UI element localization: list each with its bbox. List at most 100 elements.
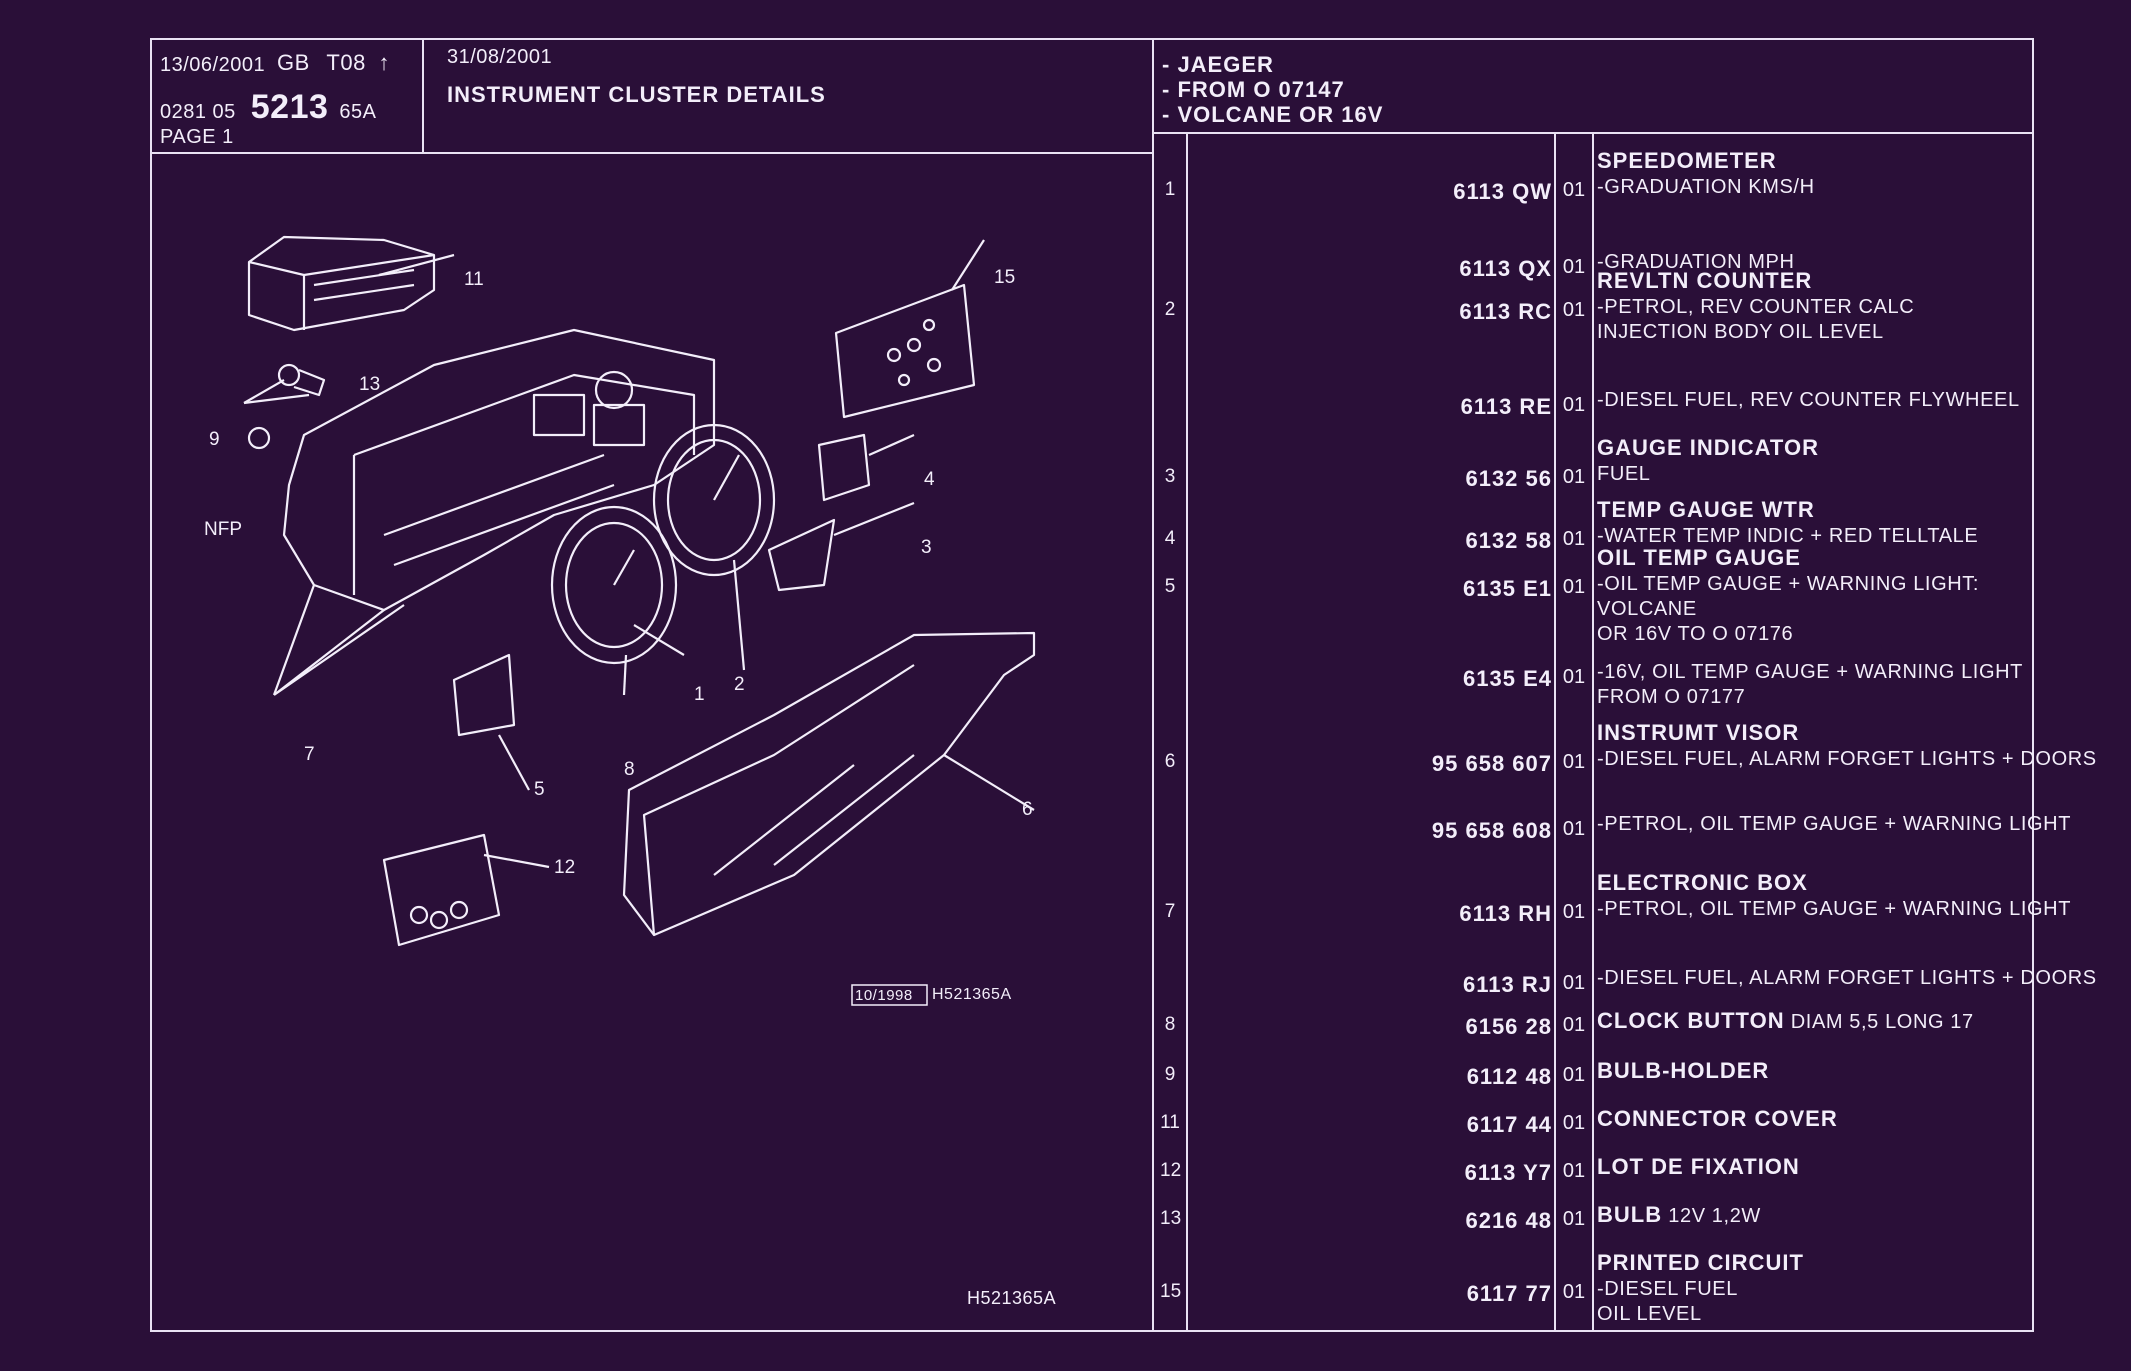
- part-description: CLOCK BUTTON DIAM 5,5 LONG 17: [1597, 1008, 2117, 1035]
- quantity: 01: [1562, 1014, 1586, 1036]
- callout-label: 15: [994, 267, 1015, 288]
- heading-text: LOT DE FIXATION: [1597, 1154, 1800, 1179]
- part-detail: -GRADUATION KMS/H: [1597, 175, 2117, 200]
- heading-text: BULB: [1597, 1202, 1663, 1227]
- item-ref: 11: [1160, 1112, 1180, 1133]
- part-description: ELECTRONIC BOX-PETROL, OIL TEMP GAUGE + …: [1597, 870, 2117, 922]
- callout-label: 5: [534, 779, 545, 800]
- quantity: 01: [1562, 256, 1586, 278]
- heading-text: GAUGE INDICATOR: [1597, 435, 1819, 460]
- part-detail: INJECTION BODY OIL LEVEL: [1597, 320, 2117, 345]
- part-number: 6112 48: [1466, 1064, 1552, 1089]
- applicability-line: - JAEGER: [1162, 52, 1274, 77]
- market: GB: [277, 50, 310, 75]
- part-description: SPEEDOMETER -GRADUATION KMS/H: [1597, 148, 2117, 200]
- footer-ref: H521365A: [967, 1288, 1057, 1308]
- detail-text: OIL LEVEL: [1597, 1303, 1702, 1325]
- heading-extra: DIAM 5,5 LONG 17: [1784, 1011, 1974, 1033]
- quantity: 01: [1562, 1160, 1586, 1182]
- part-description: -DIESEL FUEL, REV COUNTER FLYWHEEL: [1597, 388, 2117, 413]
- part-number: 6132 58: [1465, 528, 1552, 553]
- catalogue-suffix: 65A: [339, 101, 377, 123]
- detail-text: -DIESEL FUEL, ALARM FORGET LIGHTS + DOOR…: [1597, 967, 2097, 989]
- rev-counter-drawing: [652, 423, 776, 671]
- catalogue-prefix: 0281 05: [160, 101, 236, 123]
- detail-text: -WATER TEMP INDIC + RED TELLTALE: [1597, 525, 1979, 547]
- header-divider-2: [1152, 40, 1154, 1330]
- part-detail: OIL LEVEL: [1597, 1302, 2117, 1327]
- detail-text: -OIL TEMP GAUGE + WARNING LIGHT:: [1597, 573, 1980, 595]
- callout-label: NFP: [204, 519, 242, 540]
- revision-date: 31/08/2001: [447, 46, 553, 68]
- part-number: 6216 48: [1465, 1208, 1552, 1233]
- detail-text: -PETROL, OIL TEMP GAUGE + WARNING LIGHT: [1597, 898, 2072, 920]
- speedometer-drawing: [550, 505, 685, 696]
- detail-text: -GRADUATION KMS/H: [1597, 176, 1815, 198]
- item-ref: 5: [1164, 576, 1176, 597]
- item-ref: 8: [1164, 1014, 1176, 1035]
- part-number: 6156 28: [1465, 1014, 1552, 1039]
- quantity: 01: [1562, 751, 1586, 773]
- callout-label: 12: [554, 857, 575, 878]
- part-detail: OR 16V TO O 07176: [1597, 622, 2117, 647]
- part-description: -PETROL, OIL TEMP GAUGE + WARNING LIGHT: [1597, 812, 2117, 837]
- quantity: 01: [1562, 1112, 1586, 1134]
- bulb-drawing: [243, 363, 326, 405]
- stamp-ref: H521365A: [932, 986, 1012, 1003]
- part-number: 6113 RE: [1460, 394, 1552, 419]
- quantity: 01: [1562, 666, 1586, 688]
- stamp-date: 10/1998: [855, 987, 913, 1004]
- page-number: PAGE 1: [160, 126, 234, 148]
- quantity: 01: [1562, 466, 1586, 488]
- callout-label: 8: [624, 759, 635, 780]
- part-number: 6117 44: [1466, 1112, 1552, 1137]
- detail-text: -PETROL, REV COUNTER CALC: [1597, 296, 1915, 318]
- part-heading: REVLTN COUNTER: [1597, 268, 2117, 295]
- part-detail: FROM O 07177: [1597, 685, 2117, 710]
- connector-cover-drawing: [247, 235, 455, 332]
- part-detail: -WATER TEMP INDIC + RED TELLTALE: [1597, 524, 2117, 549]
- part-description: CONNECTOR COVER: [1597, 1106, 2117, 1133]
- part-heading: BULB 12V 1,2W: [1597, 1202, 2117, 1229]
- temp-gauge-drawing: [817, 433, 915, 502]
- heading-text: SPEEDOMETER: [1597, 148, 1777, 173]
- part-detail: -16V, OIL TEMP GAUGE + WARNING LIGHT: [1597, 660, 2117, 685]
- callout-label: 6: [1022, 799, 1033, 820]
- electronic-box-drawing: [272, 328, 716, 696]
- heading-text: PRINTED CIRCUIT: [1597, 1250, 1804, 1275]
- callout-label: 1: [694, 684, 705, 705]
- part-heading: CONNECTOR COVER: [1597, 1106, 2117, 1133]
- item-ref: 6: [1164, 751, 1176, 772]
- catalogue-main: 5213: [250, 88, 329, 126]
- heading-text: INSTRUMT VISOR: [1597, 720, 1800, 745]
- quantity: 01: [1562, 1208, 1586, 1230]
- detail-text: -PETROL, OIL TEMP GAUGE + WARNING LIGHT: [1597, 813, 2072, 835]
- applicability-notes: - JAEGER - FROM O 07147 - VOLCANE OR 16V: [1162, 52, 1383, 127]
- quantity: 01: [1562, 576, 1586, 598]
- part-detail: -PETROL, REV COUNTER CALC: [1597, 295, 2117, 320]
- heading-text: BULB-HOLDER: [1597, 1058, 1770, 1083]
- applicability-line: - VOLCANE OR 16V: [1162, 102, 1384, 127]
- callout-label: 9: [209, 429, 220, 450]
- print-date: 13/06/2001: [160, 54, 266, 76]
- part-number: 6113 Y7: [1464, 1160, 1552, 1185]
- part-heading: CLOCK BUTTON DIAM 5,5 LONG 17: [1597, 1008, 2117, 1035]
- part-heading: INSTRUMT VISOR: [1597, 720, 2117, 747]
- detail-text: FROM O 07177: [1597, 686, 1746, 708]
- nfp-part-drawing: [247, 426, 271, 450]
- part-number: 6113 RJ: [1463, 972, 1552, 997]
- part-detail: -DIESEL FUEL, ALARM FORGET LIGHTS + DOOR…: [1597, 747, 2117, 772]
- sheet-title: INSTRUMENT CLUSTER DETAILS: [447, 82, 826, 107]
- part-detail: -PETROL, OIL TEMP GAUGE + WARNING LIGHT: [1597, 897, 2117, 922]
- quantity: 01: [1562, 1281, 1586, 1303]
- heading-text: CLOCK BUTTON: [1597, 1008, 1785, 1033]
- doc-code: T08: [326, 50, 366, 75]
- callout-label: 7: [304, 744, 315, 765]
- quantity: 01: [1562, 528, 1586, 550]
- callout-label: 3: [921, 537, 932, 558]
- part-number: 6113 RH: [1459, 901, 1552, 926]
- oil-temp-gauge-drawing: [452, 653, 530, 791]
- part-number: 6113 QW: [1453, 179, 1552, 204]
